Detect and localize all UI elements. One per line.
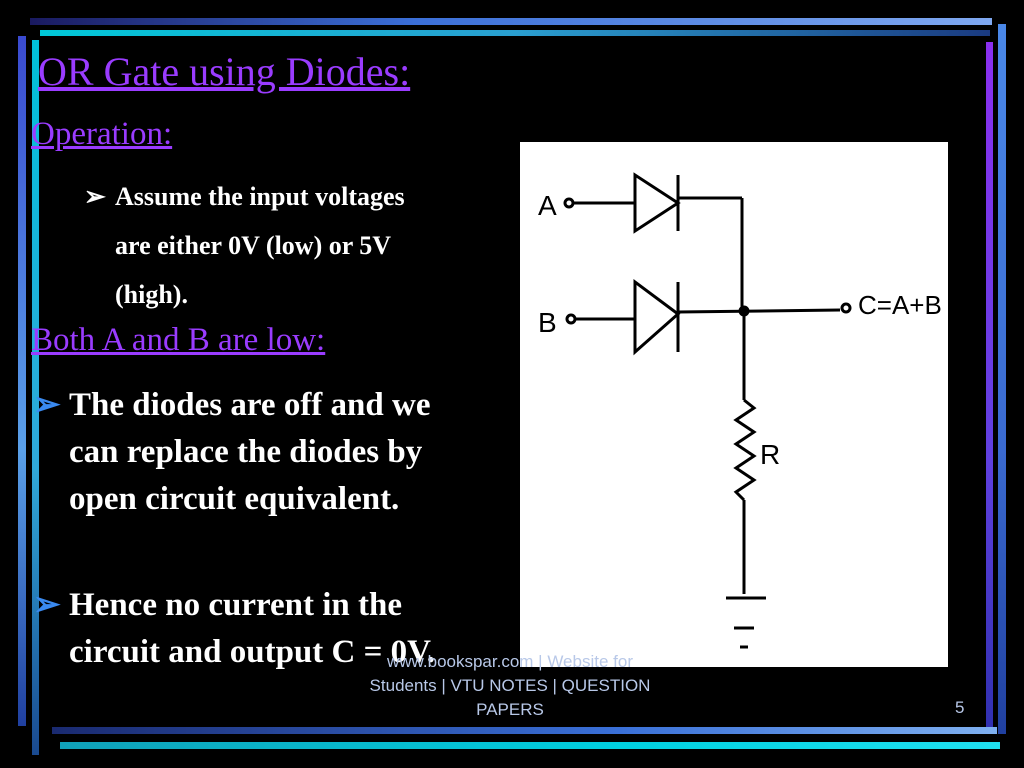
frame-bar-bottom-inner [52, 727, 997, 734]
page-number: 5 [955, 698, 965, 717]
resistor [733, 398, 757, 502]
frame-bar-right [998, 24, 1006, 734]
label-a: A [538, 190, 557, 221]
arrow-bullet-icon: ➢ [33, 587, 61, 623]
input-b-terminal [565, 313, 577, 325]
output-terminal [840, 302, 852, 314]
operation-heading: Operation: [31, 116, 173, 152]
diode-a [633, 172, 681, 234]
frame-bar-left-inner [32, 40, 39, 755]
label-resistor: R [760, 439, 780, 470]
frame-bar-right-inner [986, 42, 993, 732]
operation-bullet: ➢ Assume the input voltages are either 0… [84, 172, 444, 319]
circuit-svg: A B C=A+B R [538, 172, 942, 649]
frame-bar-top [30, 18, 992, 25]
arrow-bullet-icon: ➢ [33, 387, 61, 423]
label-output: C=A+B [858, 290, 942, 320]
or-gate-circuit-diagram: A B C=A+B R [520, 142, 948, 667]
frame-bar-top-inner [40, 30, 990, 36]
diode-b [633, 279, 681, 356]
footer-watermark: www.bookspar.com | Website for Students … [369, 652, 651, 719]
frame-bar-left [18, 36, 26, 726]
input-a-terminal [563, 197, 575, 209]
bullet-text: Hence no current in the circuit and outp… [69, 587, 435, 670]
slide-title: OR Gate using Diodes: [38, 49, 411, 94]
bullet-item: ➢ Hence no current in the circuit and ou… [33, 582, 483, 676]
label-b: B [538, 307, 557, 338]
bullet-text: The diodes are off and we can replace th… [69, 387, 431, 517]
operation-bullet-text: Assume the input voltages are either 0V … [115, 182, 405, 309]
case-heading: Both A and B are low: [31, 322, 326, 358]
frame-bar-bottom [60, 742, 1000, 749]
arrow-bullet-icon: ➢ [84, 182, 106, 211]
bullet-item: ➢ The diodes are off and we can replace … [33, 382, 483, 523]
